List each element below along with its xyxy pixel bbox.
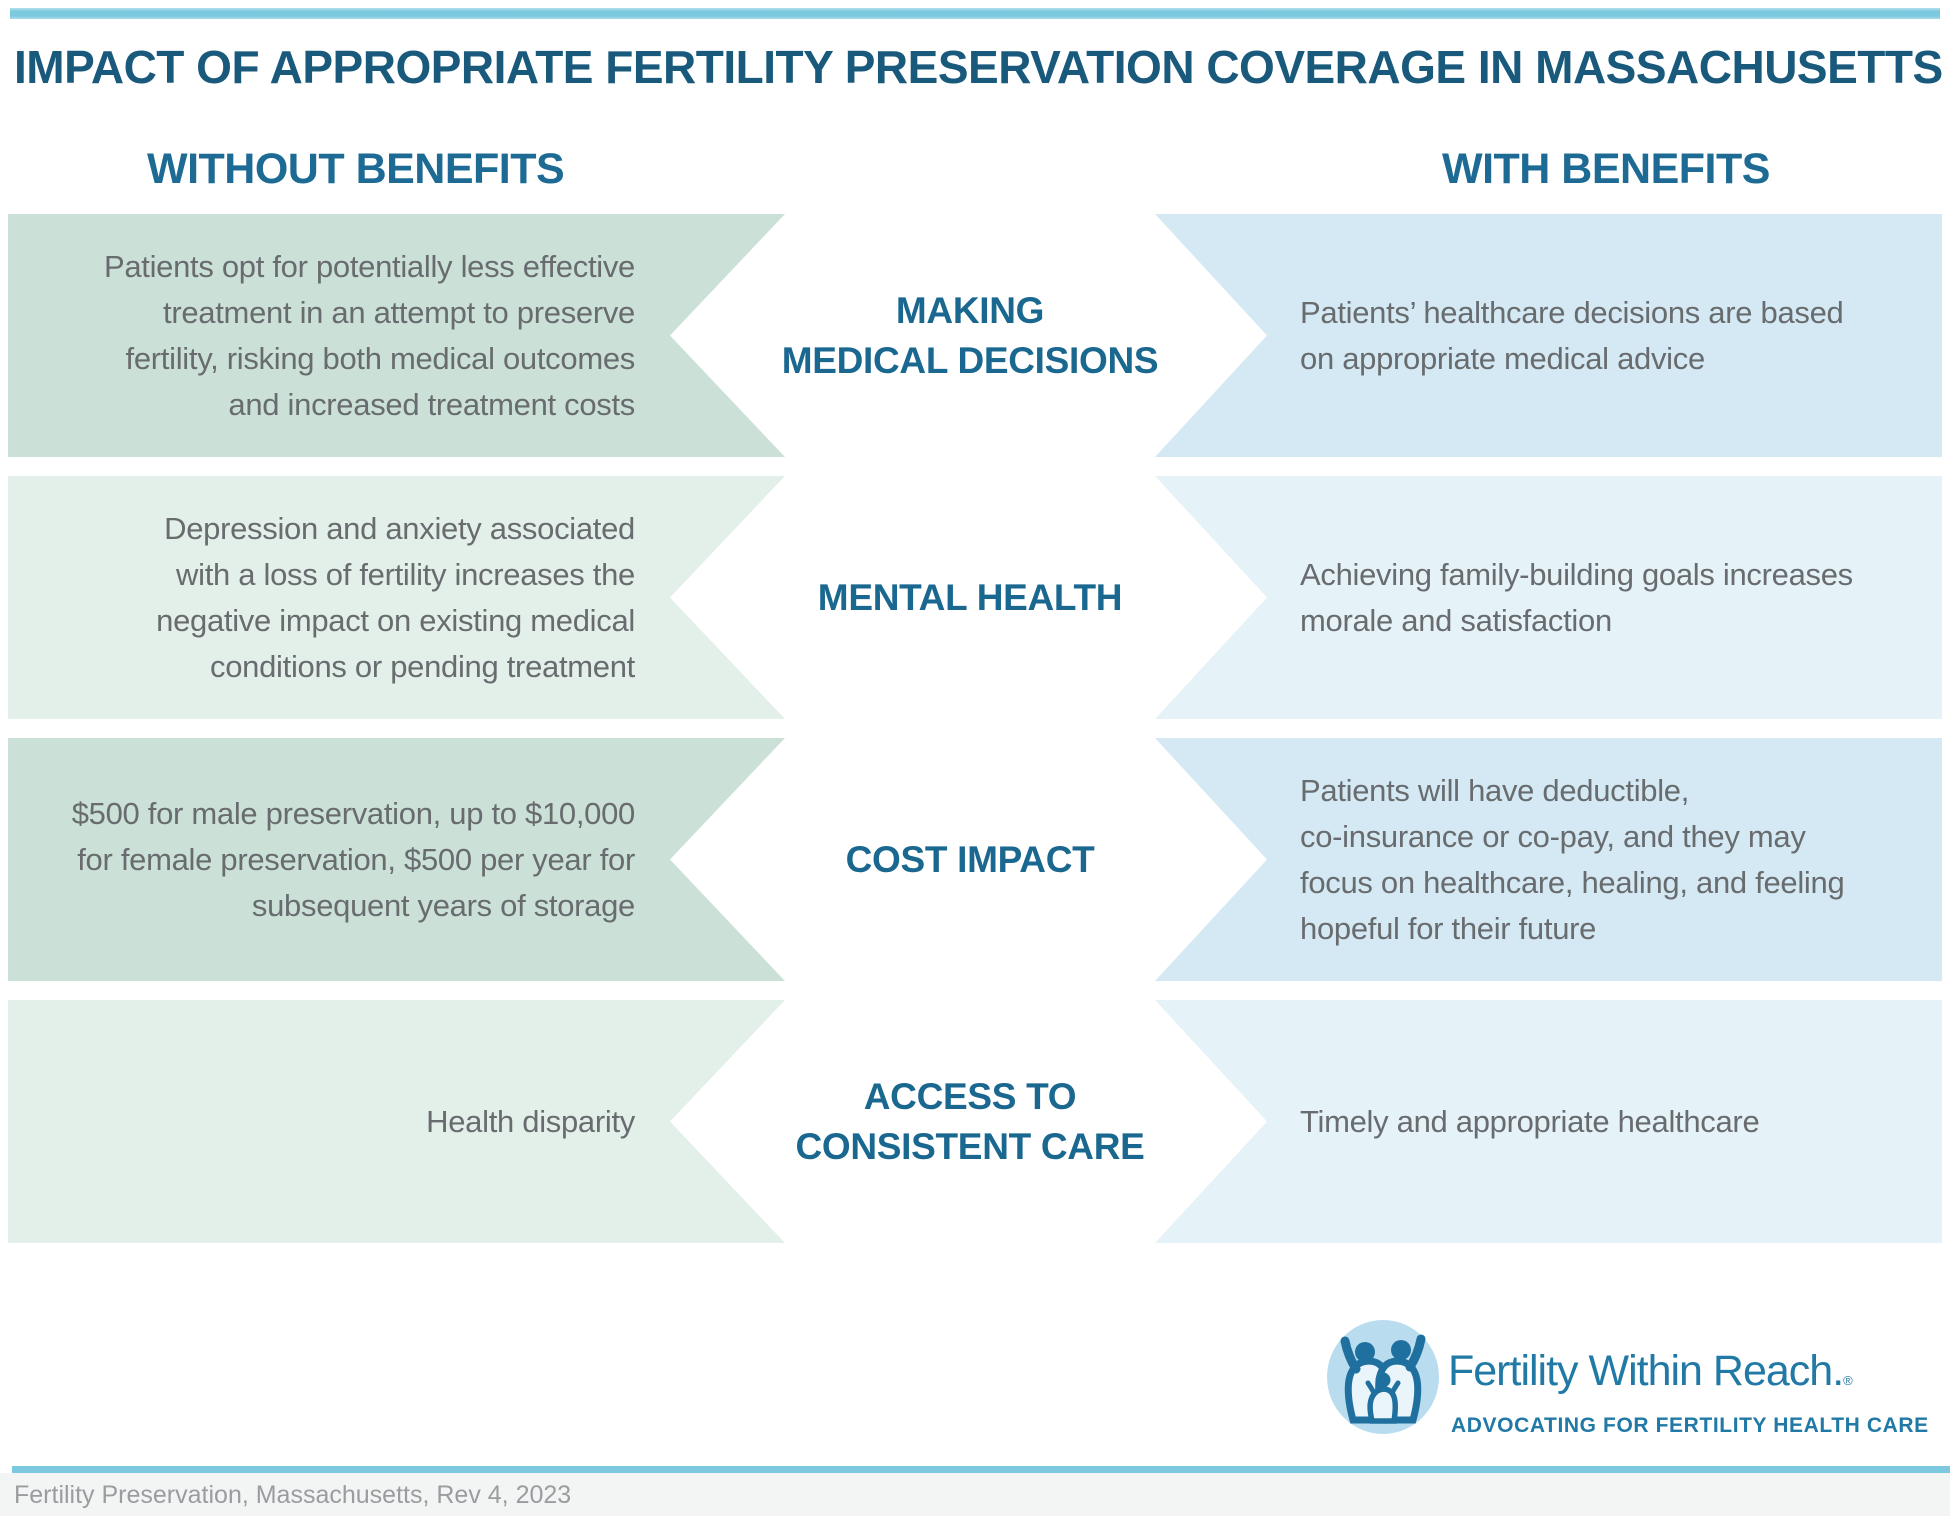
category-label: MENTAL HEALTH — [817, 576, 1123, 618]
logo-wordmark-text: Fertility Within Reach. — [1448, 1347, 1844, 1395]
top-accent-bar — [10, 8, 1940, 19]
logo-wordmark: Fertility Within Reach.® — [1448, 1348, 1853, 1404]
with-benefits-text: Patients’ healthcare decisions are based… — [1300, 294, 1844, 376]
without-benefits-banner: Patients opt for potentially less effect… — [8, 214, 785, 457]
column-header-with-benefits: WITH BENEFITS — [1442, 145, 1770, 193]
category-label: ACCESS TO CONSISTENT CARE — [795, 1075, 1145, 1167]
page-title: IMPACT OF APPROPRIATE FERTILITY PRESERVA… — [14, 41, 1943, 93]
footer-bar: Fertility Preservation, Massachusetts, R… — [0, 1473, 1950, 1516]
without-benefits-text: $500 for male preservation, up to $10,00… — [71, 795, 636, 923]
column-header-without-benefits: WITHOUT BENEFITS — [147, 145, 565, 193]
logo-tagline: ADVOCATING FOR FERTILITY HEALTH CARE — [1451, 1414, 1929, 1437]
category-label: MAKING MEDICAL DECISIONS — [781, 289, 1159, 381]
without-benefits-banner: $500 for male preservation, up to $10,00… — [8, 738, 785, 981]
row-making-medical-decisions: Patients opt for potentially less effect… — [0, 214, 1950, 457]
without-benefits-banner: Health disparity — [8, 1000, 785, 1243]
row-mental-health: Depression and anxiety associated with a… — [0, 476, 1950, 719]
family-logo-emblem-icon — [1327, 1320, 1439, 1434]
footer-note: Fertility Preservation, Massachusetts, R… — [14, 1481, 572, 1509]
without-benefits-banner: Depression and anxiety associated with a… — [8, 476, 785, 719]
with-benefits-banner: Patients’ healthcare decisions are based… — [1155, 214, 1942, 457]
with-benefits-banner: Patients will have deductible, co-insura… — [1155, 738, 1942, 981]
row-access-to-consistent-care: Health disparity ACCESS TO CONSISTENT CA… — [0, 1000, 1950, 1243]
with-benefits-text: Patients will have deductible, co-insura… — [1300, 772, 1845, 946]
footer-accent-line — [12, 1466, 1950, 1473]
fertility-within-reach-logo: Fertility Within Reach.® ADVOCATING FOR … — [1325, 1318, 1945, 1448]
category-label: COST IMPACT — [845, 838, 1095, 880]
without-benefits-text: Depression and anxiety associated with a… — [156, 510, 635, 684]
with-benefits-banner: Achieving family-building goals increase… — [1155, 476, 1942, 719]
with-benefits-text: Timely and appropriate healthcare — [1300, 1103, 1760, 1139]
registered-trademark: ® — [1843, 1373, 1853, 1388]
without-benefits-text: Health disparity — [426, 1103, 635, 1139]
with-benefits-banner: Timely and appropriate healthcare — [1155, 1000, 1942, 1243]
without-benefits-text: Patients opt for potentially less effect… — [103, 248, 635, 422]
with-benefits-text: Achieving family-building goals increase… — [1300, 556, 1853, 638]
row-cost-impact: $500 for male preservation, up to $10,00… — [0, 738, 1950, 981]
